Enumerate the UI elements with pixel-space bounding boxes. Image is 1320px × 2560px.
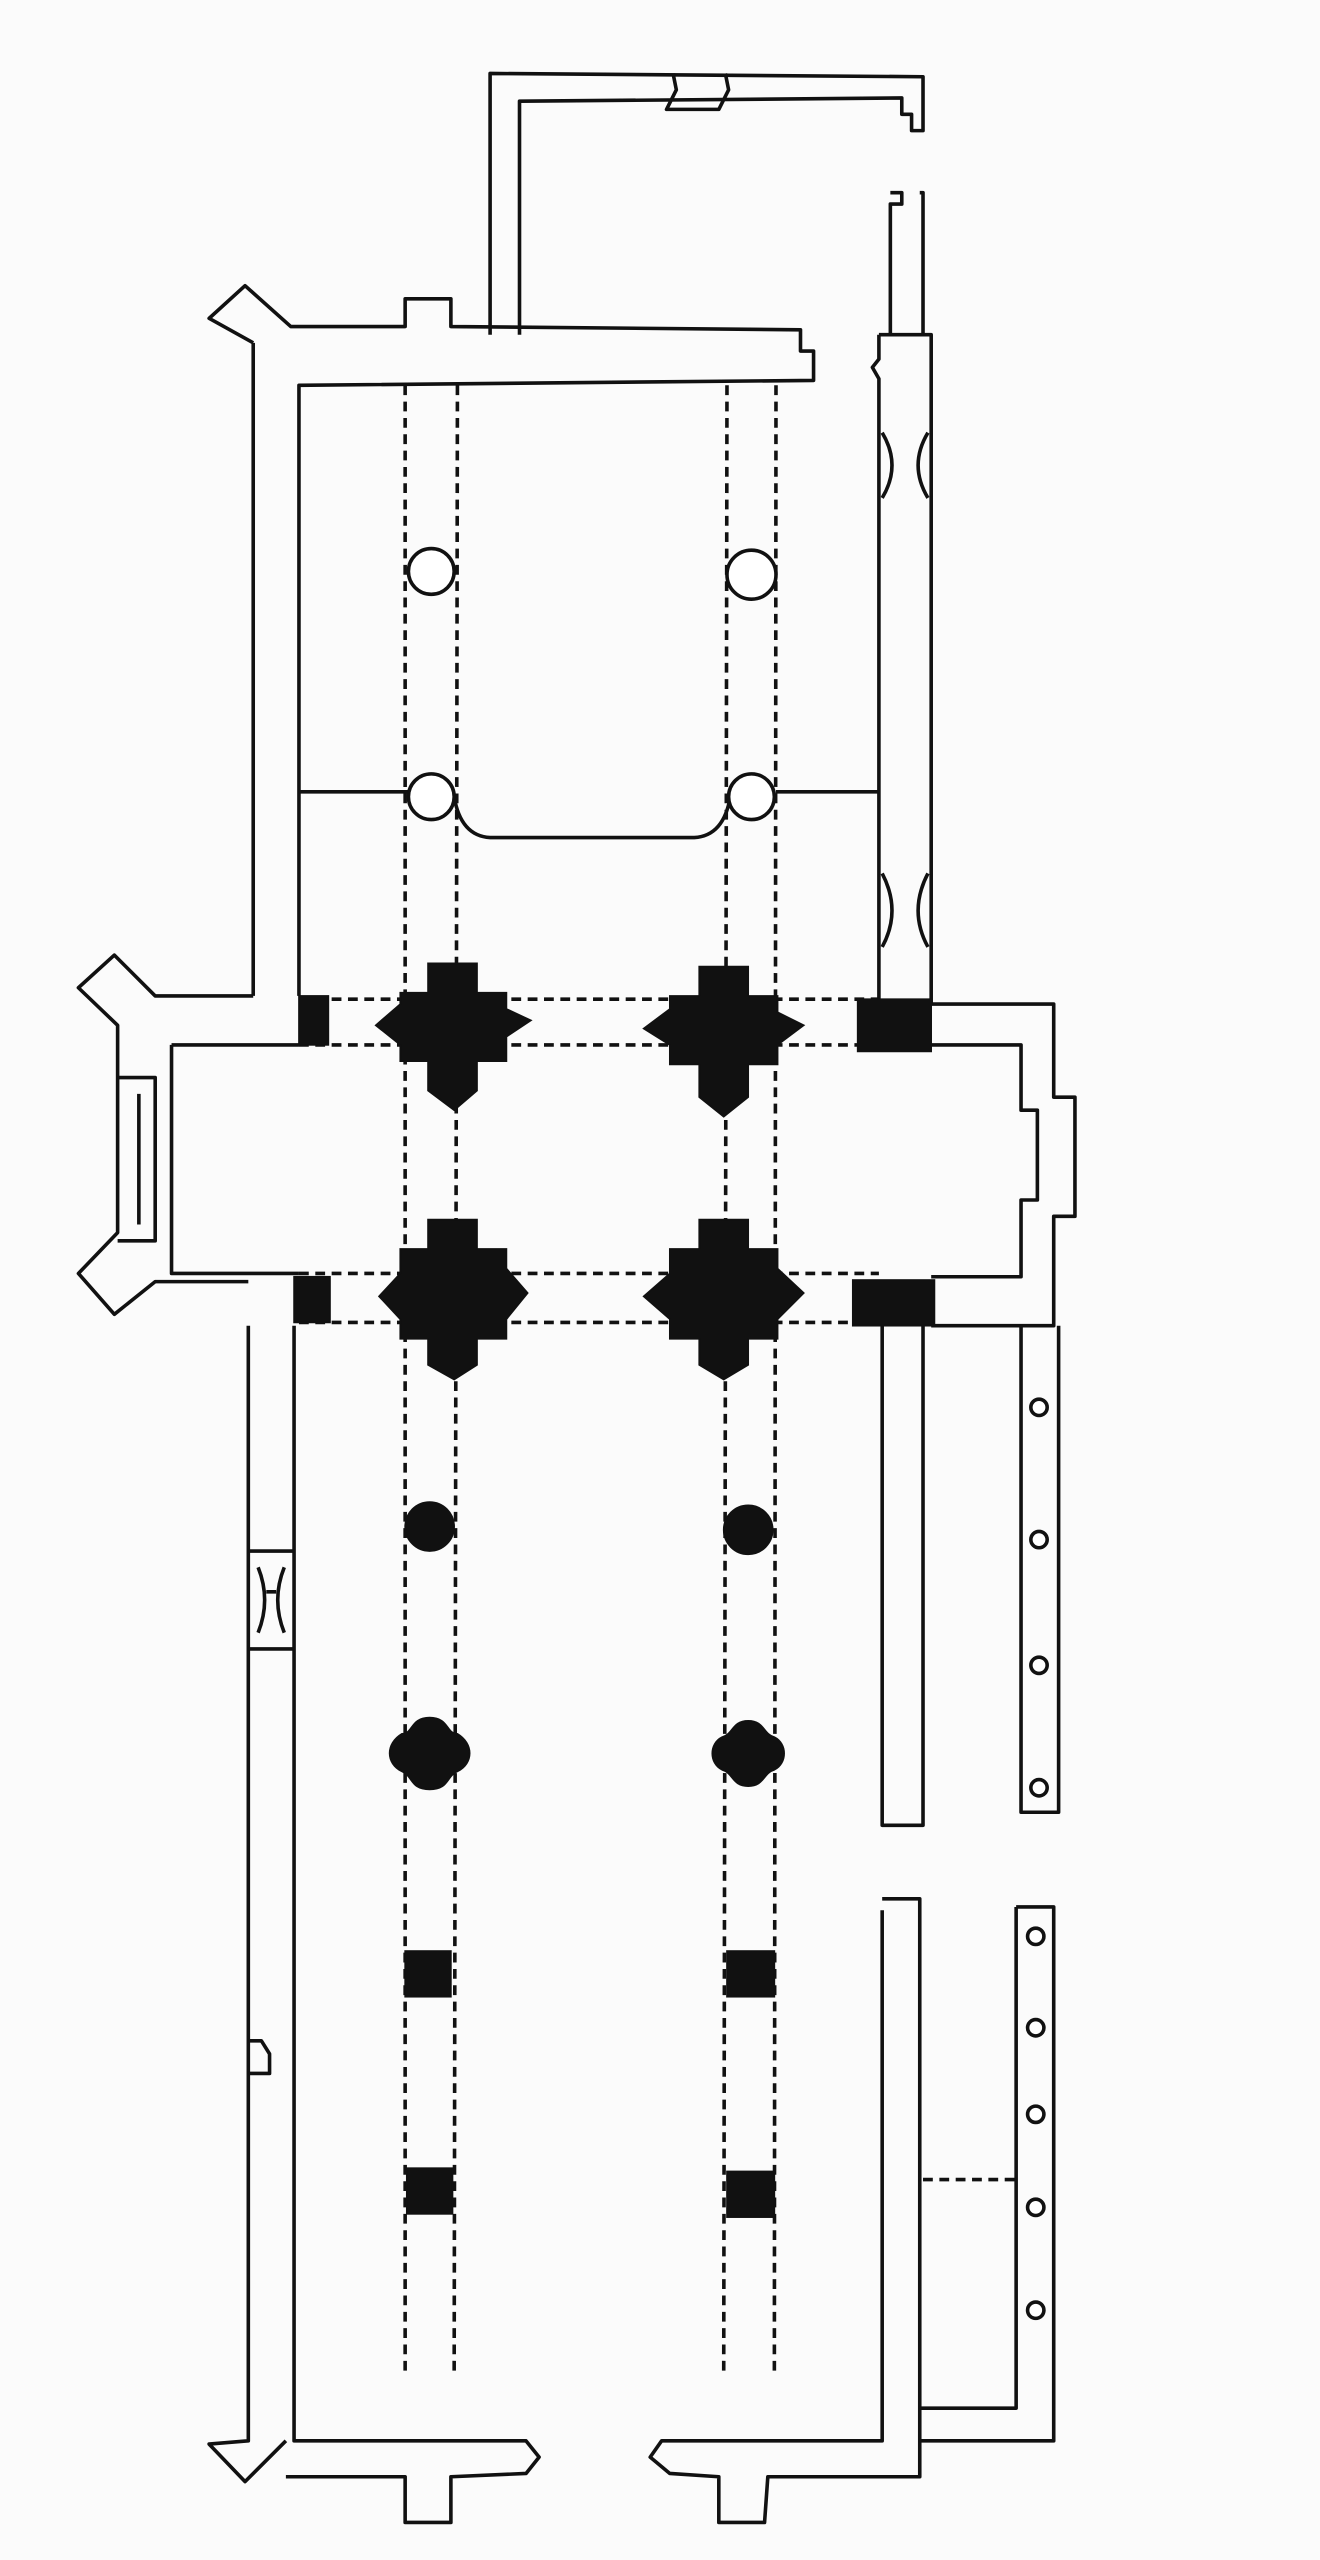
column (406, 546, 456, 597)
square-pier (405, 2167, 454, 2215)
nave-walls (207, 1325, 1061, 2525)
nave-piers (388, 1501, 785, 2218)
cruciform-pier (377, 1218, 529, 1381)
crossing-piers (293, 962, 936, 1381)
choir-arcade (298, 385, 879, 2376)
respond (293, 1275, 331, 1324)
square-pier (726, 1950, 776, 1998)
respond (856, 998, 933, 1053)
cruciform-pier (642, 1218, 805, 1381)
square-pier (726, 2170, 776, 2218)
aisle-columns (1025, 1397, 1049, 2321)
respond (298, 995, 330, 1046)
round-pier (404, 1501, 455, 1552)
cruciform-pier (374, 962, 533, 1112)
square-pier (404, 1950, 452, 1998)
round-pier (722, 1504, 774, 1556)
respond (851, 1279, 936, 1327)
quatrefoil-pier (388, 1716, 471, 1791)
column (726, 772, 777, 822)
quatrefoil-pier (711, 1719, 785, 1787)
column (406, 772, 456, 822)
north-annex (488, 71, 925, 335)
choir-walls (207, 283, 933, 1005)
cruciform-pier (642, 965, 806, 1118)
column (725, 548, 778, 601)
